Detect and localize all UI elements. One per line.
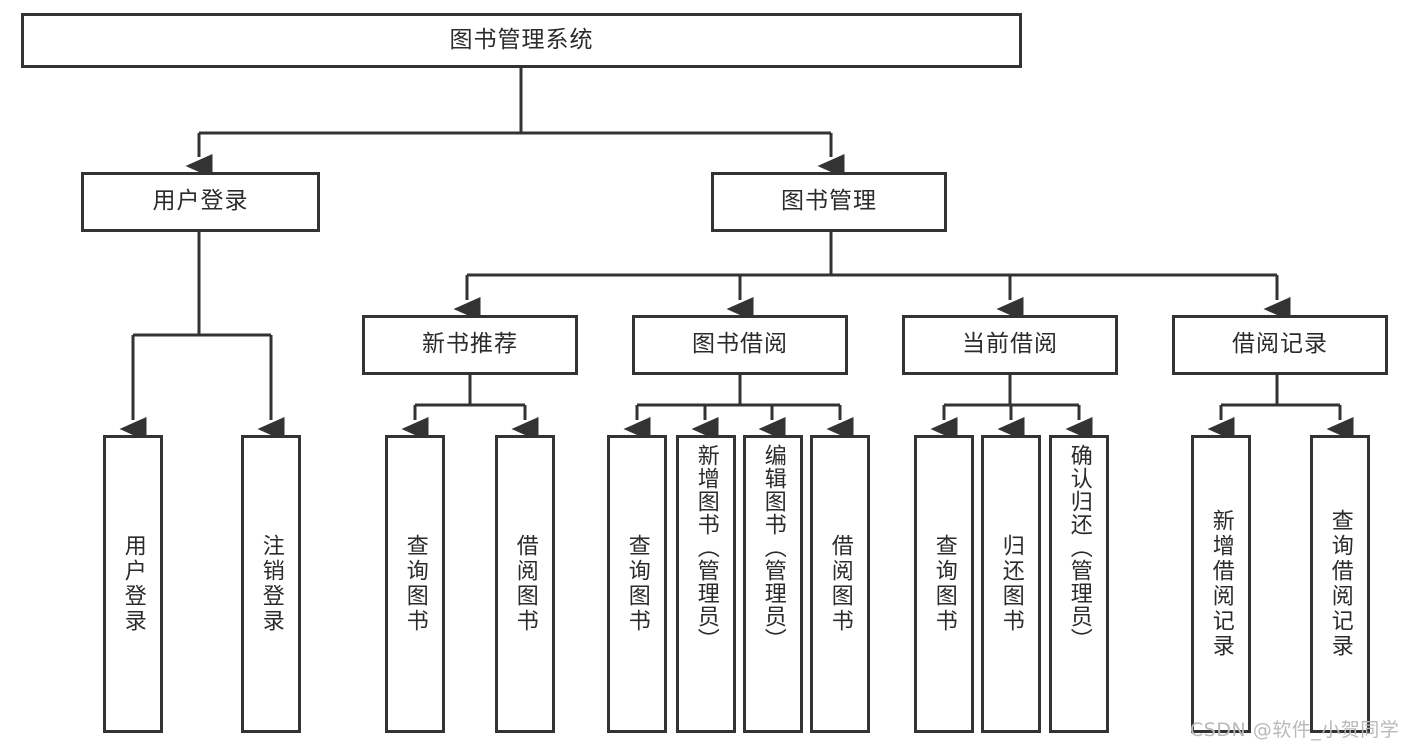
node-leaf-borrow-book-2[interactable]: 借阅图书 [810,435,870,733]
node-current-borrow[interactable]: 当前借阅 [902,315,1118,375]
node-leaf-add-record-label: 新增借阅记录 [1208,509,1234,659]
node-book-management[interactable]: 图书管理 [711,172,947,232]
node-leaf-query-record[interactable]: 查询借阅记录 [1310,435,1370,733]
node-leaf-borrow-book-1-label: 借阅图书 [512,534,538,634]
node-leaf-add-book-label: 新增图书（管理员） [693,444,719,651]
node-leaf-query-book-2-label: 查询图书 [624,534,650,634]
node-current-borrow-label: 当前借阅 [962,331,1058,358]
node-leaf-user-logout-label: 注销登录 [258,534,284,634]
node-leaf-return-book-label: 归还图书 [998,534,1024,634]
node-new-book-recommend[interactable]: 新书推荐 [362,315,578,375]
node-book-borrow-label: 图书借阅 [692,331,788,358]
node-leaf-confirm-return[interactable]: 确认归还（管理员） [1049,435,1109,733]
node-user-login[interactable]: 用户登录 [81,172,320,232]
node-user-login-label: 用户登录 [152,188,249,215]
node-leaf-edit-book[interactable]: 编辑图书（管理员） [743,435,803,733]
node-leaf-borrow-book-2-label: 借阅图书 [827,534,853,634]
node-root-label: 图书管理系统 [449,26,594,53]
node-leaf-return-book[interactable]: 归还图书 [981,435,1041,733]
node-book-management-label: 图书管理 [781,188,877,215]
node-leaf-edit-book-label: 编辑图书（管理员） [760,444,786,651]
node-leaf-query-book-1-label: 查询图书 [402,534,428,634]
node-leaf-user-login[interactable]: 用户登录 [103,435,163,733]
node-leaf-confirm-return-label: 确认归还（管理员） [1066,444,1092,651]
node-leaf-query-book-1[interactable]: 查询图书 [385,435,445,733]
watermark-text: CSDN @软件_小贺同学 [1190,719,1400,741]
node-book-borrow[interactable]: 图书借阅 [632,315,848,375]
node-root[interactable]: 图书管理系统 [21,13,1022,68]
node-leaf-add-record[interactable]: 新增借阅记录 [1191,435,1251,733]
node-leaf-query-book-3[interactable]: 查询图书 [914,435,974,733]
node-borrow-record[interactable]: 借阅记录 [1172,315,1388,375]
node-leaf-add-book[interactable]: 新增图书（管理员） [676,435,736,733]
node-leaf-query-book-2[interactable]: 查询图书 [607,435,667,733]
node-leaf-borrow-book-1[interactable]: 借阅图书 [495,435,555,733]
node-leaf-query-record-label: 查询借阅记录 [1327,509,1353,659]
node-leaf-user-login-label: 用户登录 [120,534,146,634]
node-borrow-record-label: 借阅记录 [1232,331,1328,358]
node-leaf-user-logout[interactable]: 注销登录 [241,435,301,733]
node-leaf-query-book-3-label: 查询图书 [931,534,957,634]
node-new-book-recommend-label: 新书推荐 [422,331,518,358]
